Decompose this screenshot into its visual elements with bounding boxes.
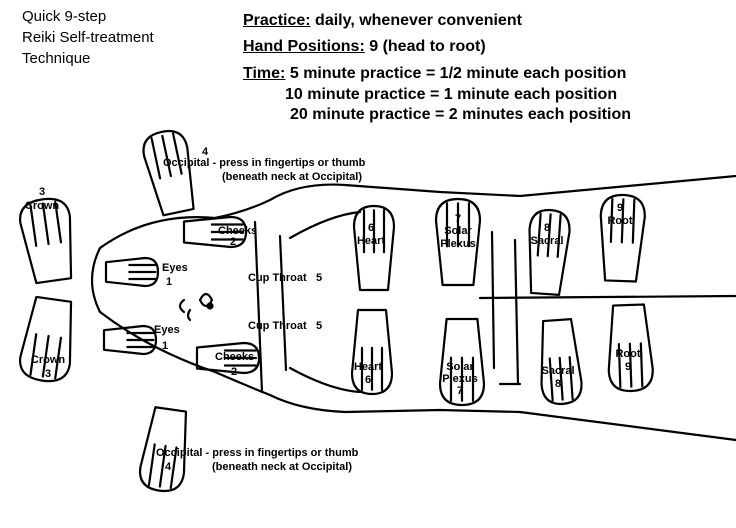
hands-group [19,130,654,493]
hand-heart-top [352,204,396,292]
time-line-2: 10 minute practice = 1 minute each posit… [285,86,618,103]
time-line-1: Time: 5 minute practice = 1/2 minute eac… [243,65,626,83]
hand-sacral-bottom [540,318,583,406]
cheeks-top-label: Cheeks [218,225,258,237]
solar-top-label-1: Solar [444,225,472,237]
root-top-number: 9 [616,202,624,214]
practice-line: Practice: daily, whenever convenient [243,12,522,30]
crown-bottom-number: 3 [44,368,52,380]
hand-heart-bottom [350,308,394,396]
hand-solar-top [434,197,482,287]
occipital-top-number: 4 [201,146,209,158]
time-value-1: 5 minute practice = 1/2 minute each posi… [289,65,627,82]
occipital-bottom-label: Occipital - press in fingertips or thumb [156,447,358,460]
throat-top-number: 5 [316,272,323,284]
solar-bottom-label-1: Solar [446,361,474,373]
hand-crown-top [19,197,73,285]
heart-top-number: 6 [367,222,375,234]
eyes-bottom-number: 1 [162,340,169,352]
hand-root-bottom [607,303,654,393]
title-line-1: Quick 9-step [22,8,107,25]
hand-occipital-bottom [138,406,188,493]
body-outline [90,174,736,442]
practice-value: daily, whenever convenient [315,12,522,29]
throat-top-label: Cup Throat [248,272,307,284]
hand-root-top [599,193,646,283]
occipital-top-subnote: (beneath neck at Occipital) [222,171,362,183]
hand-solar-bottom [438,317,486,407]
throat-bottom-label: Cup Throat [248,320,307,332]
hand-sacral-top [528,208,571,296]
hand-eyes-top [104,256,160,288]
cheeks-bottom-number: 2 [231,366,238,378]
occipital-top-note: - press in fingertips or thumb [212,157,366,169]
eyes-top-label: Eyes [162,262,188,274]
throat-bottom-number: 5 [316,320,323,332]
sacral-bottom-label: Sacral [541,365,575,377]
solar-bottom-number: 7 [456,385,464,397]
occipital-top-name: Occipital [163,157,210,169]
occipital-bottom-number: 4 [164,461,172,473]
solar-top-label-2: Plexus [440,238,476,250]
title-line-3: Technique [22,50,91,67]
hand-positions-line: Hand Positions: 9 (head to root) [243,38,486,56]
hand-cheeks-bottom [195,341,261,375]
diagram-title: Quick 9-step Reiki Self-treatment Techni… [22,6,222,69]
sacral-top-label: Sacral [530,235,564,247]
occipital-top-label: Occipital - press in fingertips or thumb [163,157,365,170]
occipital-bottom-subnote: (beneath neck at Occipital) [212,461,352,473]
time-line-3: 20 minute practice = 2 minutes each posi… [290,106,631,123]
root-bottom-label: Root [615,348,641,360]
hand-cheeks-top [182,215,248,249]
root-bottom-number: 9 [624,361,632,373]
crown-bottom-label: Crown [30,354,66,366]
cheeks-bottom-label: Cheeks [215,351,255,363]
occipital-bottom-name: Occipital [156,447,203,459]
sacral-top-number: 8 [543,222,551,234]
hand-crown-bottom [19,295,73,383]
eyes-bottom-label: Eyes [154,324,180,336]
root-top-label: Root [607,215,633,227]
time-label: Time: [243,65,286,82]
occipital-bottom-note: - press in fingertips or thumb [205,447,359,459]
solar-bottom-label-2: Plexus [442,373,478,385]
heart-bottom-number: 6 [364,374,372,386]
hand-positions-label: Hand Positions: [243,38,365,55]
crown-top-number: 3 [38,186,46,198]
cheeks-top-number: 2 [230,236,237,248]
hand-occipital-top [142,130,195,217]
sacral-bottom-number: 8 [554,378,562,390]
face-drawing [178,292,214,322]
eyes-top-number: 1 [166,276,173,288]
title-line-2: Reiki Self-treatment [22,29,154,46]
heart-top-label: Heart [356,235,386,247]
solar-top-number: 7 [454,213,462,225]
practice-label: Practice: [243,12,311,29]
hand-eyes-bottom [102,324,158,356]
crown-top-label: Crown [24,200,60,212]
hand-positions-value: 9 (head to root) [369,38,486,55]
heart-bottom-label: Heart [353,361,383,373]
